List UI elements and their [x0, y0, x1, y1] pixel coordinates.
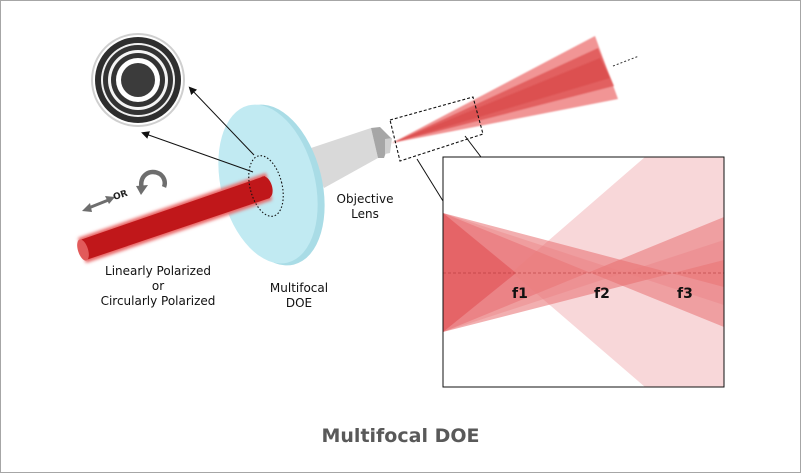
polarization-label-line1: Linearly Polarized: [105, 264, 211, 278]
focal-label-f3: f3: [677, 286, 693, 302]
doe-label-line2: DOE: [285, 296, 313, 310]
arrow-to-pattern-1: [141, 131, 254, 173]
arrow-to-pattern-2: [188, 86, 255, 156]
beam-f1: [443, 213, 516, 332]
polarization-label-line2: or: [151, 279, 165, 293]
zoom-leader-top: [464, 135, 724, 158]
objective-lens-label-line2: Lens: [351, 207, 379, 221]
linear-polarization-icon: [82, 196, 115, 212]
doe-label-line1: Multifocal: [269, 281, 329, 295]
objective-lens: [305, 127, 392, 188]
polarization-label-line3: Circularly Polarized: [100, 294, 216, 308]
focal-label-f1: f1: [512, 286, 528, 302]
polarization-label: Linearly Polarized or Circularly Polariz…: [88, 264, 228, 309]
beam-spot-outline: [248, 155, 284, 217]
beam-f3: [443, 213, 724, 332]
zoom-region-box: [389, 96, 484, 162]
ring-pattern-image: [91, 33, 185, 127]
focal-zoom-panel: f1 f2 f3: [442, 156, 725, 388]
or-label: OR: [112, 189, 129, 203]
doe-label: Multifocal DOE: [264, 281, 334, 311]
figure-caption: Multifocal DOE: [321, 425, 480, 447]
circular-polarization-icon: [136, 169, 168, 195]
focal-label-f2: f2: [594, 286, 610, 302]
objective-lens-label-line1: Objective: [336, 192, 394, 206]
zoom-leader-left: [416, 158, 444, 387]
focused-beam: [392, 36, 618, 143]
optical-axis-extension: [612, 55, 640, 67]
laser-beam: [77, 173, 273, 263]
objective-lens-label: Objective Lens: [330, 192, 400, 222]
